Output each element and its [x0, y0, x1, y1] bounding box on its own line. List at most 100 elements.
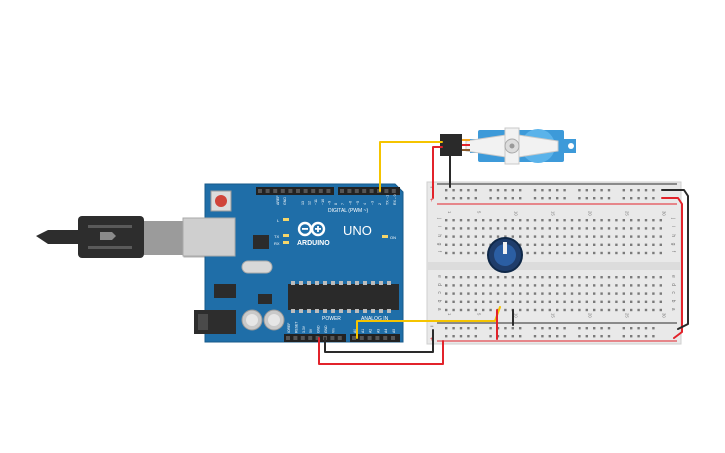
breadboard-hole[interactable] [630, 308, 633, 312]
header-hole[interactable] [362, 189, 367, 193]
breadboard-hole[interactable] [489, 276, 492, 279]
breadboard-hole[interactable] [600, 235, 603, 238]
breadboard-hole[interactable] [467, 219, 470, 222]
breadboard-hole[interactable] [615, 251, 618, 255]
rail-hole[interactable] [504, 327, 507, 330]
breadboard-hole[interactable] [467, 227, 470, 230]
breadboard-hole[interactable] [526, 292, 529, 295]
breadboard-hole[interactable] [615, 300, 618, 303]
breadboard-hole[interactable] [585, 292, 588, 295]
breadboard-hole[interactable] [652, 227, 655, 230]
rail-hole[interactable] [585, 189, 588, 192]
breadboard-hole[interactable] [637, 276, 640, 279]
breadboard-hole[interactable] [482, 235, 485, 238]
breadboard-hole[interactable] [585, 308, 588, 312]
rail-hole[interactable] [600, 327, 603, 330]
rail-hole[interactable] [504, 197, 507, 200]
breadboard-hole[interactable] [474, 235, 477, 238]
breadboard-hole[interactable] [541, 284, 544, 287]
bottom-pin-holes[interactable] [286, 336, 395, 340]
rail-hole[interactable] [600, 197, 603, 200]
breadboard-hole[interactable] [541, 300, 544, 303]
breadboard-hole[interactable] [519, 243, 522, 246]
wires[interactable] [318, 141, 689, 365]
breadboard-hole[interactable] [659, 292, 662, 295]
breadboard-hole[interactable] [637, 235, 640, 238]
breadboard-hole[interactable] [563, 300, 566, 303]
header-hole[interactable] [326, 189, 331, 193]
breadboard-hole[interactable] [585, 251, 588, 255]
breadboard-hole[interactable] [496, 284, 500, 287]
rail-hole[interactable] [585, 327, 588, 330]
breadboard-hole[interactable] [511, 276, 514, 279]
breadboard-hole[interactable] [533, 251, 537, 255]
breadboard-hole[interactable] [504, 308, 507, 312]
breadboard-hole[interactable] [467, 292, 470, 295]
breadboard-hole[interactable] [556, 227, 559, 230]
breadboard-hole[interactable] [459, 227, 463, 230]
breadboard-hole[interactable] [496, 227, 500, 230]
breadboard-hole[interactable] [467, 243, 470, 246]
breadboard-hole[interactable] [644, 276, 648, 279]
breadboard-hole[interactable] [570, 251, 574, 255]
rail-hole[interactable] [541, 197, 544, 200]
breadboard-hole[interactable] [563, 227, 566, 230]
rail-hole[interactable] [533, 327, 537, 330]
rail-hole[interactable] [578, 189, 581, 192]
breadboard-hole[interactable] [467, 276, 470, 279]
header-hole[interactable] [330, 336, 335, 340]
rail-hole[interactable] [548, 327, 551, 330]
rail-hole[interactable] [445, 197, 448, 200]
rail-hole[interactable] [519, 189, 522, 192]
servo-motor-icon[interactable] [440, 127, 576, 165]
header-hole[interactable] [384, 189, 389, 193]
breadboard-hole[interactable] [556, 243, 559, 246]
breadboard-hole[interactable] [511, 227, 514, 230]
breadboard-hole[interactable] [474, 243, 477, 246]
breadboard-hole[interactable] [607, 227, 611, 230]
rail-hole[interactable] [644, 197, 648, 200]
rail-hole[interactable] [496, 197, 500, 200]
breadboard-hole[interactable] [593, 219, 596, 222]
rail-hole[interactable] [630, 197, 633, 200]
breadboard-hole[interactable] [615, 235, 618, 238]
breadboard-hole[interactable] [548, 251, 551, 255]
breadboard-hole[interactable] [541, 276, 544, 279]
breadboard-hole[interactable] [607, 284, 611, 287]
breadboard-hole[interactable] [652, 219, 655, 222]
rail-hole[interactable] [644, 327, 648, 330]
breadboard-hole[interactable] [652, 300, 655, 303]
breadboard-hole[interactable] [459, 300, 463, 303]
rail-hole[interactable] [519, 327, 522, 330]
breadboard-hole[interactable] [607, 292, 611, 295]
breadboard-hole[interactable] [578, 235, 581, 238]
header-hole[interactable] [258, 189, 262, 193]
rail-hole[interactable] [504, 335, 507, 338]
breadboard-hole[interactable] [452, 308, 455, 312]
breadboard-hole[interactable] [556, 308, 559, 312]
rail-hole[interactable] [489, 327, 492, 330]
breadboard-hole[interactable] [445, 251, 448, 255]
header-hole[interactable] [286, 336, 290, 340]
breadboard-hole[interactable] [496, 235, 500, 238]
breadboard-hole[interactable] [652, 308, 655, 312]
rail-hole[interactable] [563, 327, 566, 330]
rail-hole[interactable] [585, 197, 588, 200]
breadboard-hole[interactable] [541, 219, 544, 222]
breadboard-hole[interactable] [489, 308, 492, 312]
rail-hole[interactable] [489, 335, 492, 338]
breadboard-hole[interactable] [445, 308, 448, 312]
breadboard-hole[interactable] [652, 276, 655, 279]
header-hole[interactable] [308, 336, 313, 340]
breadboard-hole[interactable] [578, 292, 581, 295]
breadboard-hole[interactable] [504, 235, 507, 238]
breadboard-hole[interactable] [637, 219, 640, 222]
rail-hole[interactable] [467, 197, 470, 200]
breadboard-hole[interactable] [622, 284, 625, 287]
breadboard-hole[interactable] [600, 308, 603, 312]
breadboard-hole[interactable] [637, 308, 640, 312]
header-hole[interactable] [293, 336, 298, 340]
breadboard-hole[interactable] [607, 276, 611, 279]
breadboard-hole[interactable] [570, 243, 574, 246]
breadboard-hole[interactable] [445, 235, 448, 238]
